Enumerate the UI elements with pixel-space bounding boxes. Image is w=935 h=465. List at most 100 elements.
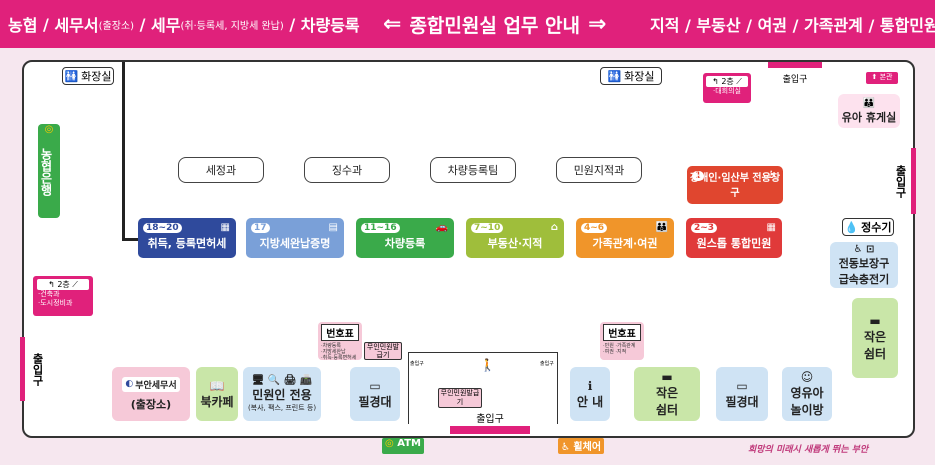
stairs-2f-left-label: ↰ 2층 ⟋ [37, 279, 89, 290]
kids-label: 영유아 놀이방 [790, 386, 824, 417]
dept-label-3: 차량등록팀 [430, 157, 516, 183]
inner-lobby [408, 352, 558, 424]
unmanned-kiosk[interactable]: 무인민원발급기 [438, 388, 482, 408]
bank-logo-icon: ◎ [44, 124, 54, 135]
wheelchair-rental[interactable]: ♿ 휠체어 [558, 438, 604, 454]
baby-room[interactable]: 👪 유아 휴게실 [838, 94, 900, 128]
top-entrance[interactable]: 출입구 [768, 62, 822, 86]
header-right: 지적 / 부동산 / 여권 / 가족관계 / 통합민원 [650, 0, 935, 48]
window-local-tax-cert[interactable]: 17 ▤ 지방세완납증명 [246, 218, 344, 258]
window-disabled-pregnant[interactable]: 1 ♿ 장애인·임산부 전용창구 [687, 166, 783, 204]
book-icon: 📖 [209, 378, 225, 393]
window-special-label: 장애인·임산부 전용창구 [689, 173, 781, 199]
tax-office-sign: ◐ 부안세무서 [122, 376, 180, 392]
window-label: 차량등록 [384, 237, 426, 250]
charger-label: 전동보장구 급속충전기 [838, 256, 890, 286]
page-title: 종합민원실 업무 안내 [409, 14, 580, 37]
family-icon: 👪 [655, 222, 668, 233]
wheelchair-icon: ♿ [560, 442, 570, 453]
window-car-reg[interactable]: 11~16 🚗 차량등록 [356, 218, 454, 258]
dept-label-1: 세정과 [178, 157, 264, 183]
restroom-right[interactable]: 🚻 화장실 [600, 67, 662, 85]
main-entrance[interactable]: 출입구 [450, 410, 530, 440]
tax-icon: ▦ [220, 222, 230, 233]
stairs-2f-top-note: ·대회의실 [713, 87, 741, 95]
top-entrance-label: 출입구 [782, 75, 808, 85]
writing-desk-left[interactable]: ▭ 필경대 [350, 367, 400, 421]
information-desk[interactable]: ℹ 안 내 [570, 367, 610, 421]
restroom-left[interactable]: 🚻 화장실 [62, 67, 114, 85]
arrow-right-icon: ⇒ [588, 11, 607, 37]
writing-right-label: 필경대 [725, 394, 759, 409]
car-icon: 🚗 [435, 222, 448, 233]
city-slogan: 희망의 미래시 새롭게 뛰는 부안 [748, 445, 869, 455]
header-center: ⇐ 종합민원실 업무 안내 ⇒ [375, 0, 614, 48]
window-num: 7~10 [471, 223, 504, 233]
stairs-2f-left[interactable]: ↰ 2층 ⟋ ·건축과 ·도시정비과 [33, 276, 93, 316]
water-drop-icon: 💧 [844, 220, 859, 234]
header-banner: 농협 / 세무서(출장소) / 세무(취·등록세, 지방세 완납) / 차량등록… [0, 0, 935, 48]
atm[interactable]: ◎ ATM [382, 438, 424, 454]
baby-icon: 👪 [862, 97, 876, 109]
ticket-right-note: ·여권 [603, 349, 614, 355]
header-tax-office-sub: (출장소) [98, 20, 135, 32]
divider-line-h [122, 238, 142, 241]
rest-area-right[interactable]: ▬ 작은 쉼터 [852, 298, 898, 378]
header-left: 농협 / 세무서(출장소) / 세무(취·등록세, 지방세 완납) / 차량등록 [8, 0, 360, 48]
document-icon: ▤ [328, 222, 338, 233]
restroom-person-icon: 🚶 [480, 358, 495, 372]
stairs-2f-note-1: ·건축과 [38, 290, 60, 298]
info-icon: ℹ [587, 378, 593, 393]
header-tax-sub: (취·등록세, 지방세 완납) [180, 20, 284, 32]
ticket-left-label: 번호표 [321, 324, 359, 341]
ticket-right-note: ·지적 [615, 349, 627, 355]
ticket-left-note: ·차량등록 [321, 343, 341, 349]
accessible-restroom-icon: 🚻 [607, 69, 622, 83]
window-special-num: 1 [692, 171, 705, 181]
kids-playroom[interactable]: ☺ 영유아 놀이방 [782, 367, 832, 421]
water-dispenser[interactable]: 💧 정수기 [842, 218, 894, 236]
writing-desk-right[interactable]: ▭ 필경대 [716, 367, 768, 421]
ticket-left-note: ·지방세완납 [321, 349, 346, 355]
window-onestop[interactable]: 2~3 ▦ 원스톱 통합민원 [686, 218, 782, 258]
restroom-left-label: 화장실 [81, 70, 112, 83]
stairs-2f-top-label: ↰ 2층 ⟋ [706, 76, 748, 87]
baby-room-label: 유아 휴게실 [841, 110, 897, 124]
civil-service-corner[interactable]: 🖥 🔍 🖨 📠 민원인 전용 (복사, 팩스, 프린트 등) [243, 367, 321, 421]
main-building-tag: ⬆ 본관 [866, 72, 898, 84]
window-label: 부동산·지적 [487, 237, 543, 250]
restroom-icon: 🚻 [64, 69, 79, 83]
power-chair-charger[interactable]: ♿ ⊡ 전동보장구 급속충전기 [830, 242, 898, 288]
office-devices-icon: 🖥 🔍 🖨 📠 [251, 375, 313, 386]
header-right-text: 지적 / 부동산 / 여권 / 가족관계 / 통합민원 [650, 16, 935, 35]
civil-use-title: 민원인 전용 [252, 388, 312, 402]
window-acquisition-tax[interactable]: 18~20 ▦ 취득, 등록면허세 [138, 218, 236, 258]
nonghyup-bank[interactable]: ◎ 농협은행 [38, 124, 60, 218]
right-entrance[interactable]: 출입구 [890, 148, 916, 214]
unmanned-kiosk-top[interactable]: 무인민원발급기 [364, 342, 402, 360]
left-entrance[interactable]: 출입구 [20, 337, 46, 401]
ticket-machine-left[interactable]: 번호표 ·차량등록 ·지방세완납 ·취득·등록면허세 [318, 322, 362, 361]
bank-label: 농협은행 [39, 148, 53, 196]
window-num: 17 [251, 223, 270, 233]
dept-label-4: 민원지적과 [556, 157, 642, 183]
desk-icon: ▭ [369, 378, 381, 393]
stairs-2f-top[interactable]: ↰ 2층 ⟋ ·대회의실 [703, 73, 751, 103]
ticket-right-label: 번호표 [603, 324, 641, 341]
water-label: 정수기 [861, 221, 892, 234]
ticket-machine-right[interactable]: 번호표 ·민원 ·가족관계 ·여권 ·지적 [600, 322, 644, 360]
arrow-left-icon: ⇐ [383, 11, 402, 37]
tax-office-branch[interactable]: ◐ 부안세무서 (출장소) [112, 367, 190, 421]
window-real-estate[interactable]: 7~10 ⌂ 부동산·지적 [466, 218, 564, 258]
window-num: 2~3 [691, 223, 718, 233]
restroom-right-label: 화장실 [624, 70, 655, 83]
window-family-passport[interactable]: 4~6 👪 가족관계·여권 [576, 218, 674, 258]
house-icon: ⌂ [550, 222, 558, 233]
right-entrance-label: 출입구 [894, 164, 907, 198]
inner-door-right: 출입구 [540, 361, 554, 367]
rest-area-mid[interactable]: ▬ 작은 쉼터 [634, 367, 700, 421]
smiley-icon: ☺ [800, 370, 814, 384]
book-cafe[interactable]: 📖 북카페 [196, 367, 238, 421]
rest-mid-label: 작은 쉼터 [655, 386, 679, 417]
tax-office-name: 부안세무서 [135, 380, 177, 391]
